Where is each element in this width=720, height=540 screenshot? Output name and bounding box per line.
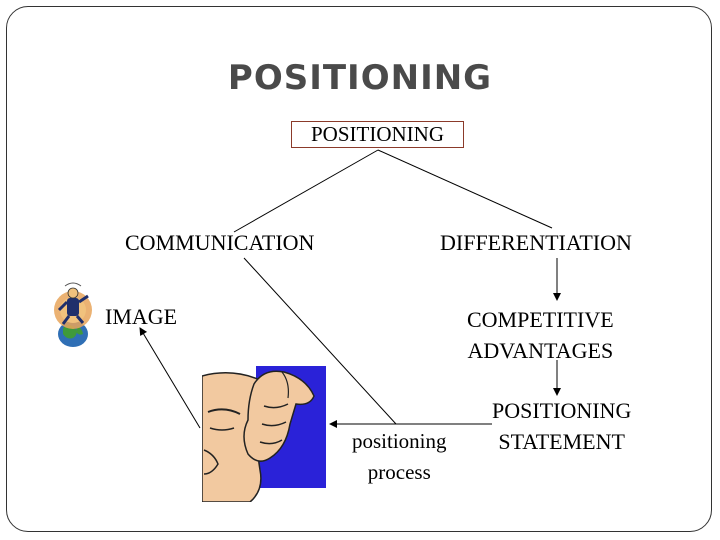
connector-root-differentiation <box>377 149 553 229</box>
root-node-positioning: POSITIONING <box>291 121 464 148</box>
node-positioning-process-line2: process <box>367 460 431 484</box>
node-positioning-statement: POSITIONING STATEMENT <box>492 395 631 457</box>
node-communication: COMMUNICATION <box>125 230 315 255</box>
connector-communication-process <box>243 257 397 425</box>
node-positioning-process-line1: positioning <box>352 429 447 453</box>
node-positioning-statement-line2: STATEMENT <box>498 429 625 454</box>
slide-frame <box>6 6 712 532</box>
arrow-face-image <box>139 327 201 429</box>
node-competitive-advantages: COMPETITIVE ADVANTAGES <box>467 304 614 366</box>
node-competitive-advantages-line2: ADVANTAGES <box>467 338 614 363</box>
node-positioning-process: positioning process <box>352 426 447 488</box>
node-image: IMAGE <box>105 304 178 329</box>
node-differentiation: DIFFERENTIATION <box>440 230 632 255</box>
node-positioning-statement-line1: POSITIONING <box>492 398 632 423</box>
connector-root-communication <box>233 149 379 233</box>
globe-person-clipart-icon <box>54 282 92 347</box>
slide-title: POSITIONING <box>227 58 493 98</box>
thinking-face-clipart-icon <box>202 366 326 502</box>
node-competitive-advantages-line1: COMPETITIVE <box>467 307 614 332</box>
